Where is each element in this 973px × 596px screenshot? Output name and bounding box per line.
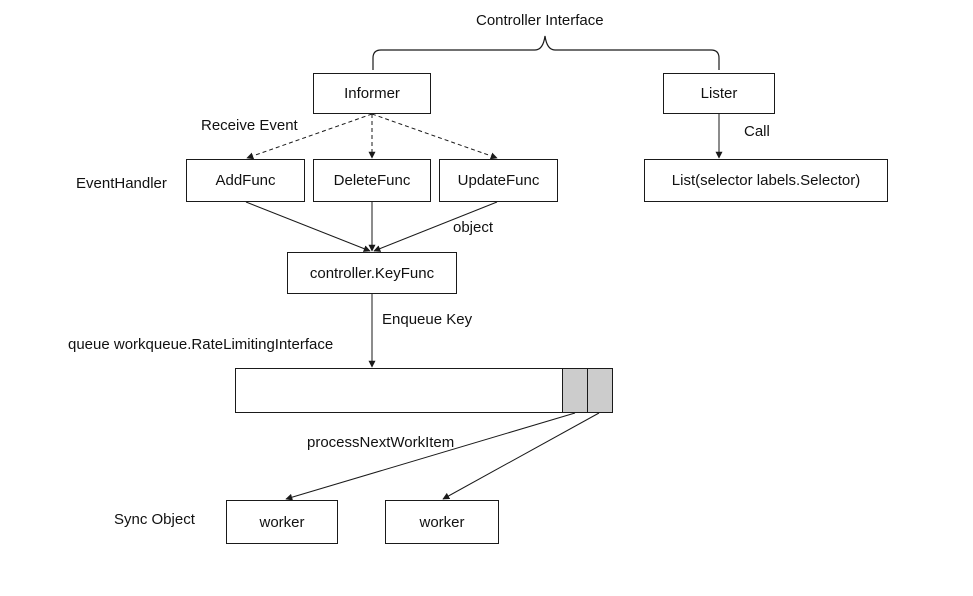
sync-object-label: Sync Object xyxy=(114,511,195,528)
enqueue-key-label: Enqueue Key xyxy=(382,311,473,328)
workqueue-bar xyxy=(235,368,613,413)
workqueue-slot xyxy=(562,368,588,413)
object-label: object xyxy=(453,219,494,236)
keyfunc-node: controller.KeyFunc xyxy=(287,252,457,294)
arrow-queue-to-worker-2 xyxy=(442,412,600,500)
event-handler-label: EventHandler xyxy=(76,175,167,192)
updatefunc-node: UpdateFunc xyxy=(439,159,558,202)
arrow-updatefunc-to-keyfunc xyxy=(373,201,498,252)
queue-label: queue workqueue.RateLimitingInterface xyxy=(68,336,334,353)
list-selector-node: List(selector labels.Selector) xyxy=(644,159,888,202)
informer-node: Informer xyxy=(313,73,431,114)
controller-interface-brace xyxy=(372,35,720,70)
receive-event-label: Receive Event xyxy=(201,117,298,134)
workqueue-slot xyxy=(587,368,613,413)
call-label: Call xyxy=(744,123,770,140)
worker-node-1: worker xyxy=(226,500,338,544)
arrow-queue-to-worker-1 xyxy=(285,412,576,501)
arrow-informer-to-updatefunc xyxy=(371,113,498,160)
arrow-informer-to-addfunc xyxy=(246,113,373,160)
arrow-addfunc-to-keyfunc xyxy=(245,201,371,252)
worker-node-2: worker xyxy=(385,500,499,544)
process-next-work-item-label: processNextWorkItem xyxy=(307,434,455,451)
addfunc-node: AddFunc xyxy=(186,159,305,202)
controller-interface-title: Controller Interface xyxy=(476,12,604,29)
deletefunc-node: DeleteFunc xyxy=(313,159,431,202)
lister-node: Lister xyxy=(663,73,775,114)
